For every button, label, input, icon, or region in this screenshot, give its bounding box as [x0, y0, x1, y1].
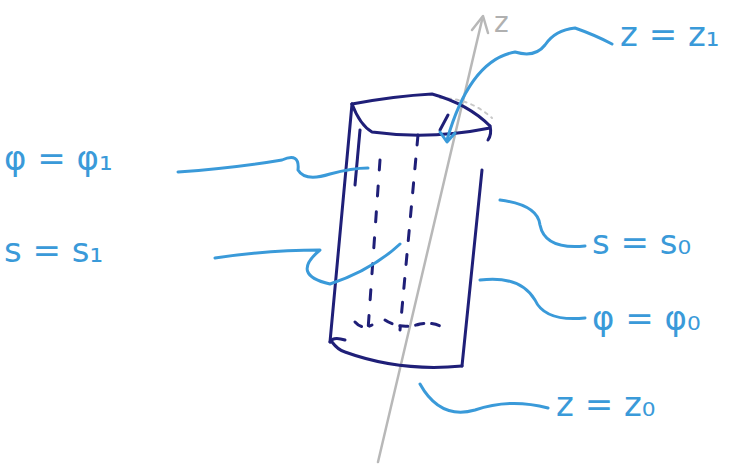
hidden-edge — [368, 160, 380, 330]
hidden-edge — [400, 135, 418, 330]
bottom-corner — [330, 338, 345, 342]
inner-edge — [355, 130, 360, 185]
top-back-edge — [352, 94, 490, 126]
hidden-edge — [440, 115, 448, 130]
leader-line — [480, 279, 585, 318]
left-edge — [330, 104, 352, 342]
leader-arrowhead — [440, 132, 455, 142]
leader-line — [500, 200, 585, 247]
leader-line — [420, 384, 548, 412]
leader-line — [447, 28, 612, 140]
leader-line — [215, 244, 400, 284]
surface-label: φ = φ₁ — [4, 140, 113, 177]
z-axis-arrowhead — [472, 16, 488, 33]
leader-line — [178, 158, 368, 178]
axis-label: z — [494, 8, 509, 39]
top-corner — [488, 126, 491, 140]
surface-label: z = z₁ — [620, 16, 719, 53]
hidden-bottom-edge — [355, 320, 440, 327]
right-edge — [462, 170, 482, 366]
surface-label: z = z₀ — [556, 386, 655, 423]
z-axis — [378, 20, 482, 462]
surface-label: φ = φ₀ — [592, 300, 701, 337]
top-front-edge — [352, 104, 490, 135]
bottom-front-edge — [332, 342, 462, 367]
surface-label: s = s₁ — [4, 232, 103, 269]
surface-label: s = s₀ — [592, 224, 691, 261]
